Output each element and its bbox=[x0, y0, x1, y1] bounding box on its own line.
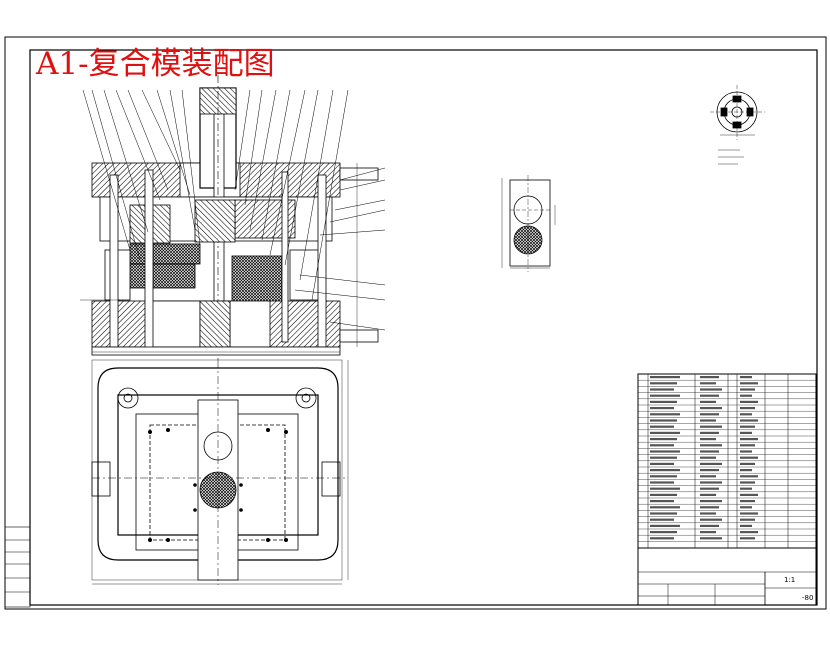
part-detail-view bbox=[710, 85, 765, 165]
bom-text-mark bbox=[700, 444, 722, 447]
bom-text-mark bbox=[650, 431, 680, 434]
sheet-inner-border bbox=[29, 49, 818, 606]
bom-text-mark bbox=[650, 444, 674, 447]
revision-block bbox=[4, 526, 31, 608]
bom-text-mark bbox=[650, 475, 677, 478]
bom-text-mark bbox=[650, 462, 674, 465]
bom-text-mark bbox=[700, 431, 719, 434]
leader-lines-front bbox=[82, 89, 386, 331]
bom-text-mark bbox=[740, 438, 758, 441]
bom-text-mark bbox=[700, 506, 719, 509]
bom-text-mark bbox=[700, 524, 719, 527]
bom-text-mark bbox=[740, 512, 758, 515]
bom-text-mark bbox=[700, 537, 722, 540]
bom-text-mark bbox=[650, 413, 680, 416]
bom-text-mark bbox=[650, 512, 677, 515]
bom-text-mark bbox=[740, 425, 755, 428]
bom-text-mark bbox=[740, 394, 752, 397]
plan-view bbox=[91, 359, 349, 585]
bom-text-mark bbox=[740, 469, 752, 472]
bom-text-mark bbox=[700, 407, 722, 410]
bom-text-mark bbox=[650, 469, 680, 472]
bom-text-mark bbox=[650, 500, 674, 503]
bom-text-mark bbox=[650, 450, 680, 453]
bom-text-mark bbox=[740, 462, 755, 465]
bom-text-mark bbox=[700, 438, 716, 441]
bom-text-mark bbox=[650, 438, 677, 441]
bom-text-mark bbox=[700, 425, 722, 428]
bom-text-mark bbox=[700, 487, 719, 490]
sheet-outer-border bbox=[4, 36, 827, 610]
bom-text-mark bbox=[650, 407, 674, 410]
bom-text-mark bbox=[740, 388, 755, 391]
bom-text-mark bbox=[740, 376, 752, 379]
bom-text-mark bbox=[740, 493, 758, 496]
bom-text-mark bbox=[700, 456, 716, 459]
bom-text-mark bbox=[650, 506, 680, 509]
bom-text-mark bbox=[740, 524, 752, 527]
bom-text-mark bbox=[650, 419, 677, 422]
bom-text-mark bbox=[700, 493, 716, 496]
bom-text-mark bbox=[700, 419, 716, 422]
bom-text-mark bbox=[740, 500, 755, 503]
bom-text-mark bbox=[700, 413, 719, 416]
bom-text-mark bbox=[740, 444, 755, 447]
bom-text-mark bbox=[700, 388, 722, 391]
bom-text-mark bbox=[700, 500, 722, 503]
bom-text-mark bbox=[650, 537, 674, 540]
bom-text-mark bbox=[650, 394, 680, 397]
bom-text-mark bbox=[740, 407, 755, 410]
bom-text-mark bbox=[650, 518, 674, 521]
bom-text-mark bbox=[700, 469, 719, 472]
bom-text-mark bbox=[700, 481, 722, 484]
bom-text-marks bbox=[650, 376, 758, 540]
bom-text-mark bbox=[740, 537, 755, 540]
drawing-title: A1-复合模装配图 bbox=[35, 46, 275, 82]
bom-text-mark bbox=[650, 456, 677, 459]
bom-text-mark bbox=[700, 400, 716, 403]
bom-text-mark bbox=[740, 518, 755, 521]
bom-text-mark bbox=[700, 512, 716, 515]
bom-text-mark bbox=[650, 524, 680, 527]
bom-text-mark bbox=[740, 506, 752, 509]
bom-text-mark bbox=[650, 531, 677, 534]
bom-text-mark bbox=[740, 382, 758, 385]
bom-text-mark bbox=[740, 450, 752, 453]
bom-text-mark bbox=[740, 475, 758, 478]
bom-text-mark bbox=[650, 382, 677, 385]
bom-text-mark bbox=[740, 531, 758, 534]
bom-text-mark bbox=[700, 376, 719, 379]
bom-text-mark bbox=[700, 394, 719, 397]
bom-row-lines bbox=[638, 380, 816, 542]
bom-text-mark bbox=[700, 518, 722, 521]
bom-text-mark bbox=[700, 462, 722, 465]
bom-text-mark bbox=[740, 413, 752, 416]
title-block-sheet-code: 1:1 bbox=[784, 576, 795, 584]
bom-text-mark bbox=[650, 493, 677, 496]
bom-text-mark bbox=[650, 388, 674, 391]
bom-text-mark bbox=[650, 425, 674, 428]
bom-text-mark bbox=[740, 431, 752, 434]
front-section-view bbox=[91, 75, 379, 360]
bom-text-mark bbox=[740, 481, 755, 484]
bom-text-mark bbox=[650, 487, 680, 490]
bom-text-mark bbox=[650, 400, 677, 403]
bom-text-mark bbox=[740, 400, 758, 403]
bill-of-materials bbox=[637, 373, 817, 549]
title-block bbox=[637, 547, 817, 606]
title-block-scale: -80 bbox=[802, 594, 813, 602]
bom-text-mark bbox=[650, 481, 674, 484]
bom-text-mark bbox=[740, 419, 758, 422]
bom-text-mark bbox=[740, 487, 752, 490]
bom-text-mark bbox=[700, 531, 716, 534]
bom-text-mark bbox=[700, 450, 719, 453]
bom-text-mark bbox=[700, 382, 716, 385]
bom-text-mark bbox=[740, 456, 758, 459]
strip-layout-view bbox=[501, 175, 556, 272]
bom-text-mark bbox=[700, 475, 716, 478]
front-dimensions bbox=[80, 163, 358, 353]
bom-text-mark bbox=[650, 376, 680, 379]
